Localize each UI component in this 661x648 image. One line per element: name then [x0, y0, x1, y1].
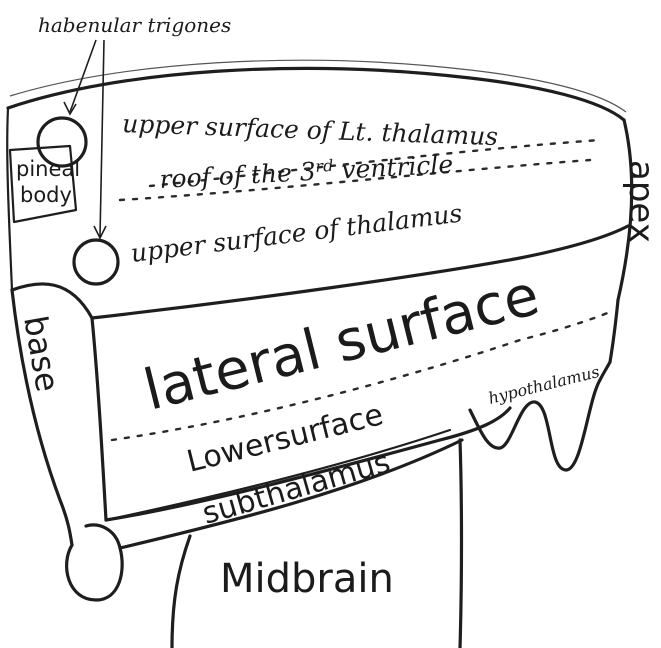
- label-roof-superscript: rd: [315, 156, 334, 176]
- midbrain-left-edge: [172, 536, 190, 648]
- label-apex: apex: [621, 160, 661, 243]
- label-pineal: pineal: [16, 157, 80, 181]
- label-hypothalamus: hypothalamus: [486, 362, 601, 408]
- label-body: body: [20, 183, 72, 207]
- right-lower-edge: [610, 300, 618, 362]
- label-roof-part-2: ventricle: [333, 150, 454, 185]
- label-upper-surface-lt-thalamus: upper surface of Lt. thalamus: [122, 109, 499, 151]
- label-base: base: [16, 313, 67, 395]
- label-upper-surface-thalamus: upper surface of thalamus: [129, 199, 463, 268]
- upper-band-left-curve: [7, 108, 12, 290]
- habenular-circle-bottom: [74, 240, 118, 284]
- label-habenular-trigones: habenular trigones: [38, 13, 231, 37]
- label-midbrain: Midbrain: [220, 556, 394, 602]
- habenular-arrow-2: [100, 40, 104, 236]
- diagram-labels: habenular trigones upper surface of Lt. …: [16, 13, 661, 602]
- habenular-arrowhead-1: [64, 102, 76, 114]
- upper-band-top-edge: [8, 68, 624, 120]
- front-left-edge: [92, 318, 106, 520]
- midbrain-right-edge: [460, 440, 462, 648]
- label-roof-part-1: roof of the 3: [159, 157, 317, 194]
- base-bulb: [67, 525, 123, 600]
- label-roof-3rd-ventricle: roof of the 3rd ventricle: [159, 150, 454, 194]
- habenular-arrow-1: [70, 40, 96, 112]
